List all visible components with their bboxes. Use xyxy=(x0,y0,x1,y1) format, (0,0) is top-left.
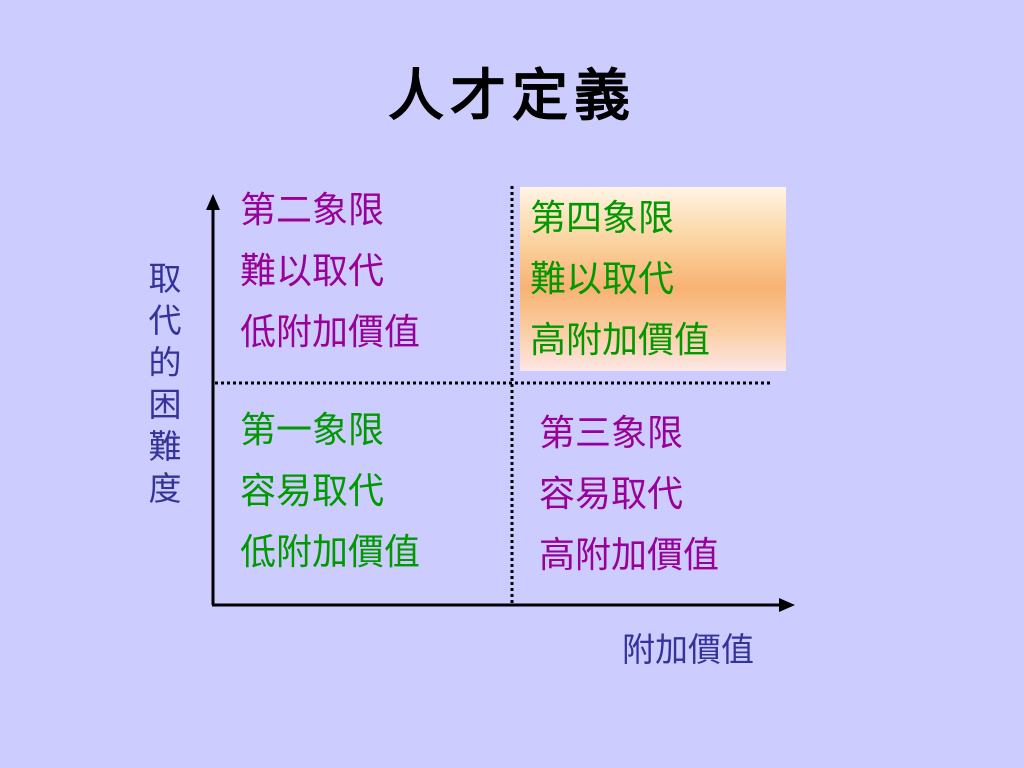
quadrant-4: 第四象限 難以取代 高附加價值 xyxy=(530,188,710,371)
quadrant-3-line1: 容易取代 xyxy=(539,474,684,515)
quadrant-3: 第三象限 容易取代 高附加價值 xyxy=(539,403,719,586)
y-axis-label: 取代的困難度 xyxy=(148,259,182,508)
quadrant-2: 第二象限 難以取代 低附加價值 xyxy=(240,180,420,363)
quadrant-1: 第一象限 容易取代 低附加價值 xyxy=(240,400,420,583)
quadrant-4-line2: 高附加價值 xyxy=(530,320,711,361)
quadrant-2-line2: 低附加價值 xyxy=(240,312,421,353)
quadrant-4-line1: 難以取代 xyxy=(530,259,675,300)
quadrant-2-name: 第二象限 xyxy=(240,190,385,231)
x-axis-arrowhead xyxy=(779,598,795,612)
quadrant-1-line2: 低附加價值 xyxy=(240,532,421,573)
quadrant-2-line1: 難以取代 xyxy=(240,251,385,292)
slide-title: 人才定義 xyxy=(388,63,636,129)
quadrant-1-line1: 容易取代 xyxy=(240,471,385,512)
y-axis-arrowhead xyxy=(206,194,220,210)
q4-highlight-box xyxy=(520,187,786,371)
quadrant-1-name: 第一象限 xyxy=(240,410,385,451)
quadrant-4-name: 第四象限 xyxy=(530,198,675,239)
quadrant-3-name: 第三象限 xyxy=(539,413,684,454)
x-axis-label: 附加價值 xyxy=(622,630,754,669)
quadrant-3-line2: 高附加價值 xyxy=(539,535,720,576)
